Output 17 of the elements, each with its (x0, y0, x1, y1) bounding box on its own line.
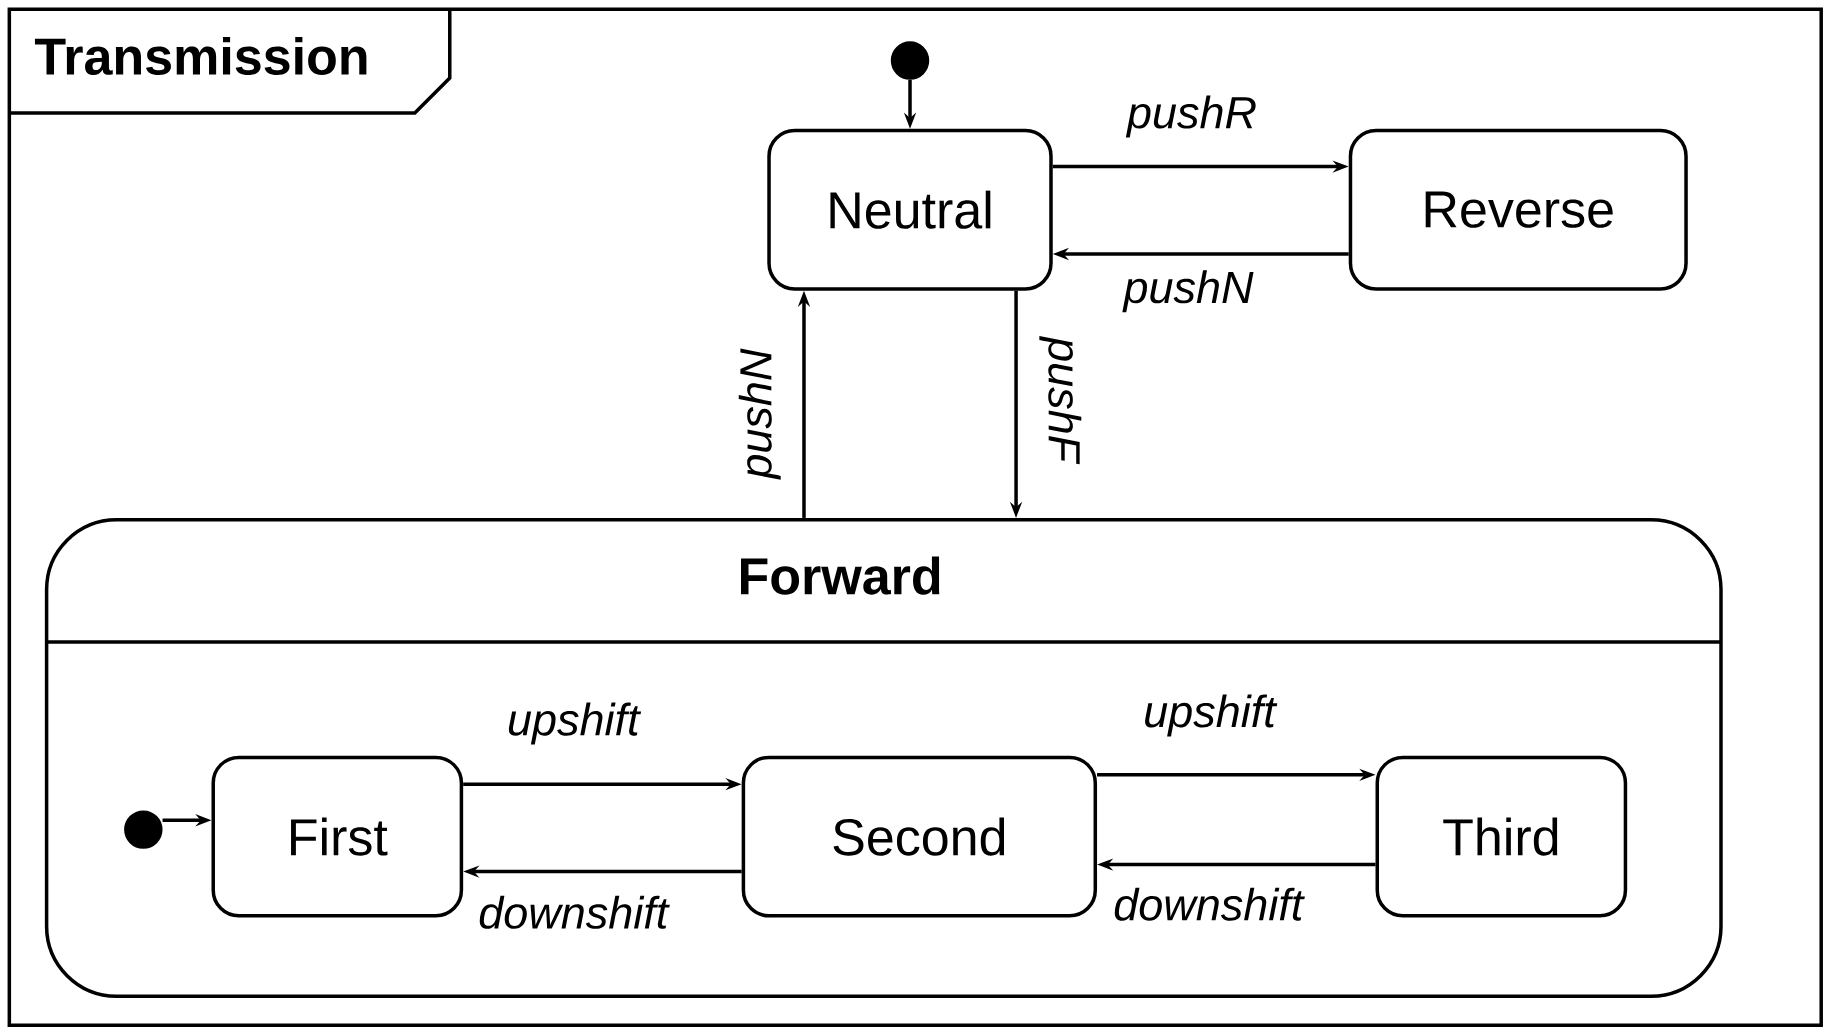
state-box: Reverse (1348, 128, 1688, 291)
edge-label: pushN (736, 346, 783, 481)
state-box: Neutral (767, 128, 1053, 291)
edge-label: upshift (505, 700, 642, 747)
state-box: Third (1375, 755, 1628, 918)
state-box: First (211, 755, 464, 918)
frame-title: Transmission (34, 36, 367, 76)
edge-label: downshift (1111, 885, 1306, 923)
edge-label: pushR (1124, 93, 1260, 140)
state-box: Second (741, 755, 1098, 918)
edge-label: pushF (1037, 335, 1084, 465)
edge-label: pushN (1121, 268, 1256, 315)
initial-state-dot (124, 810, 163, 849)
initial-state-dot (890, 41, 930, 80)
state-name: Forward (741, 556, 940, 595)
edge-label: downshift (476, 893, 671, 931)
edge-label: upshift (1141, 692, 1278, 739)
